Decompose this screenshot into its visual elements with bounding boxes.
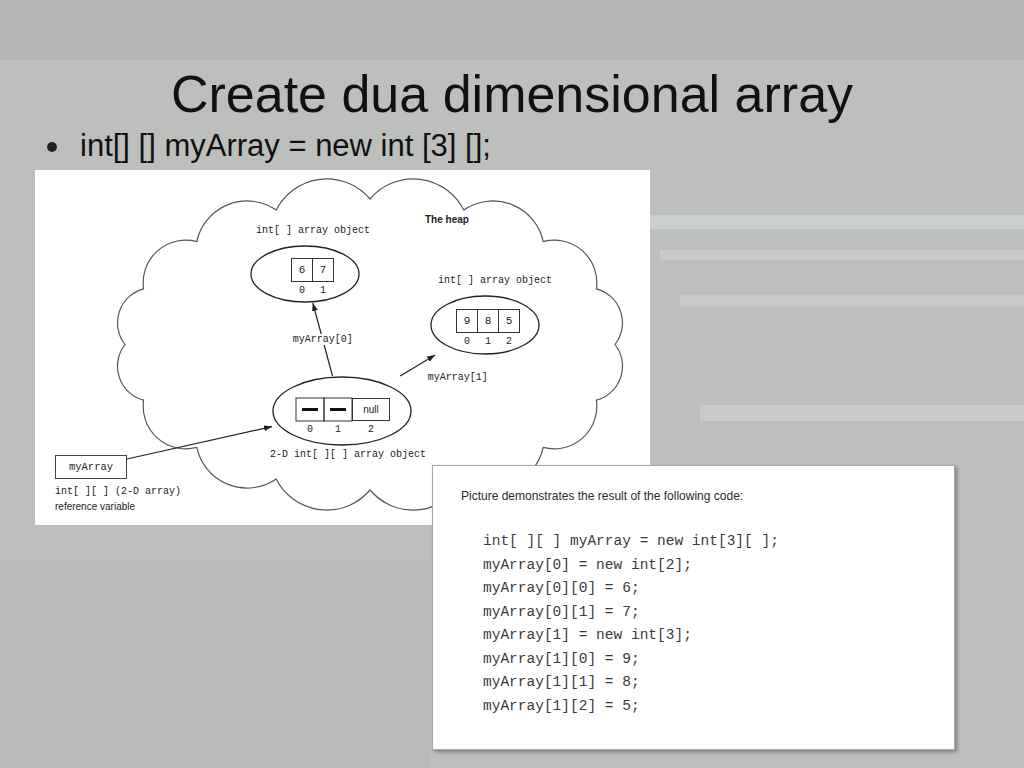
faded-photo [650,215,1024,229]
edge-label: myArray[0] [291,334,355,345]
code-line: myArray[0] = new int[2]; [483,554,930,578]
code-box: Picture demonstrates the result of the f… [432,465,955,750]
ellipse-shape [273,377,411,445]
index-number: 0 [299,285,305,296]
faded-photo [680,295,1024,307]
array-cell: 5 [498,309,520,333]
index-number: 2 [506,336,512,347]
object-heading: int[ ] array object [438,275,552,286]
reference-variable-box: myArray [55,455,127,479]
cell-value: 9 [464,315,471,327]
slide-title: Create dua dimensional array [0,64,1024,124]
code-line: myArray[1][2] = 5; [483,695,930,719]
code-line: myArray[1][1] = 8; [483,671,930,695]
cloud-shape [118,179,623,510]
code-line: int[ ][ ] myArray = new int[3][ ]; [483,530,930,554]
array-cell: 6 [291,258,313,282]
code-heading: Picture demonstrates the result of the f… [461,488,930,504]
faded-photo [700,405,1024,421]
code-line: myArray[0][0] = 6; [483,577,930,601]
variable-type: int[ ][ ] (2-D array) [55,486,181,497]
object-heading: int[ ] array object [256,225,370,236]
index-number: 0 [464,336,470,347]
index-number: 0 [307,424,313,435]
faded-photo [660,250,1024,260]
index-number: 1 [320,285,326,296]
variable-note: reference variable [55,501,135,512]
cell-value: null [363,404,379,415]
array-cell: 8 [477,309,499,333]
ellipse-outline [272,376,412,446]
index-number: 1 [335,424,341,435]
reference-cell [296,398,324,421]
reference-mark [330,408,346,411]
object-heading: The heap [425,214,469,225]
bullet-text: int[] [] myArray = new int [3] []; [80,128,491,164]
code-line: myArray[0][1] = 7; [483,601,930,625]
array-cell: 7 [312,258,334,282]
ellipse-shape [431,296,539,354]
faded-photo [0,560,430,768]
cell-value: 5 [506,315,513,327]
index-number: 2 [368,424,374,435]
index-number: 1 [485,336,491,347]
cell-value: 8 [485,315,492,327]
bullet-dot [47,142,57,152]
reference-cell [324,398,352,421]
code-line: myArray[1][0] = 9; [483,648,930,672]
edge-label: myArray[1] [426,372,490,383]
array-object-2d: null2-D int[ ][ ] array object [272,376,412,446]
cell-value: 7 [320,264,327,276]
cell-value: 6 [299,264,306,276]
code-line: myArray[1] = new int[3]; [483,624,930,648]
object-heading: 2-D int[ ][ ] array object [270,449,426,460]
reference-arrow [127,427,272,459]
reference-mark [302,408,318,411]
array-cell: 9 [456,309,478,333]
array-cell: null [352,398,390,421]
faded-photo [0,0,1024,60]
variable-name: myArray [69,461,113,473]
ellipse-shape [251,246,359,302]
